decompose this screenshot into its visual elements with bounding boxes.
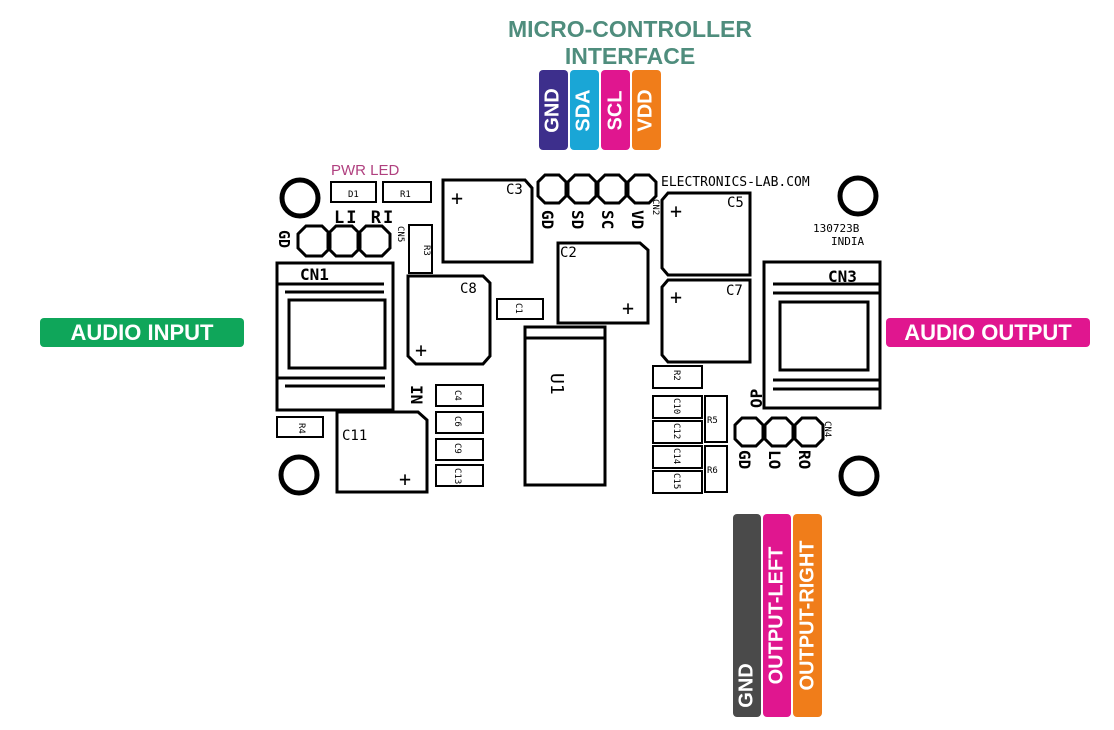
cn1-label: CN1 (300, 265, 329, 284)
c4-label: C4 (452, 390, 462, 401)
c2-outline (556, 241, 650, 325)
cn2-header (536, 173, 658, 205)
c5-outline (660, 191, 752, 277)
r2-label: R2 (671, 370, 681, 381)
c14-outline (652, 445, 703, 469)
cn1-connector (275, 261, 395, 412)
board-country: INDIA (831, 235, 864, 248)
c5-label: C5 (727, 195, 744, 211)
cn2-pin-gd: GD (538, 210, 557, 229)
mcu-pin-scl: SCL (601, 70, 630, 150)
c12-outline (652, 420, 703, 444)
mcu-pin-vdd: VDD (632, 70, 661, 150)
cn4-pin-gd: GD (735, 450, 754, 469)
c9-label: C9 (452, 443, 462, 454)
c13-label: C13 (452, 468, 462, 484)
c10-label: C10 (671, 398, 681, 414)
c7-plus: + (670, 285, 682, 309)
r1-label: R1 (400, 190, 411, 200)
op-label: OP (747, 389, 766, 408)
cn3-label: CN3 (828, 267, 857, 286)
c8-label: C8 (460, 281, 477, 297)
out-pin-left: OUTPUT-LEFT (763, 514, 791, 717)
cn4-pin-lo: LO (765, 450, 784, 469)
c3-label: C3 (506, 182, 523, 198)
r5-outline (704, 395, 728, 443)
out-pin-right: OUTPUT-RIGHT (793, 514, 822, 717)
c14-label: C14 (671, 448, 681, 464)
c2-label: C2 (560, 245, 577, 261)
c3-outline (441, 178, 534, 264)
cn4-label: CN4 (822, 421, 832, 437)
c2-plus: + (622, 296, 634, 320)
c11-label: C11 (342, 428, 367, 444)
mcu-pin-sda: SDA (570, 70, 599, 150)
u1-chip (523, 325, 607, 487)
d1-label: D1 (348, 190, 359, 200)
r1-outline (382, 181, 432, 203)
c6-outline (435, 411, 484, 434)
c15-label: C15 (671, 473, 681, 489)
d1-outline (330, 181, 377, 203)
c8-plus: + (415, 338, 427, 362)
cn2-pin-vd: VD (628, 210, 647, 229)
c11-plus: + (399, 467, 411, 491)
r4-label: R4 (296, 423, 306, 434)
c15-outline (652, 470, 703, 494)
cn2-pin-sd: SD (568, 210, 587, 229)
li-ri-label: LI RI (334, 208, 395, 228)
u1-label: U1 (546, 373, 567, 395)
mcu-pin-gnd: GND (539, 70, 568, 150)
r5-label: R5 (707, 416, 718, 426)
interface-title-line2: INTERFACE (564, 43, 696, 69)
c7-outline (660, 278, 752, 364)
cn2-pin-sc: SC (598, 210, 617, 229)
cn5-header (296, 224, 392, 258)
r6-outline (704, 445, 728, 493)
c5-plus: + (670, 199, 682, 223)
c7-label: C7 (726, 283, 743, 299)
c4-outline (435, 384, 484, 407)
audio-output-label: AUDIO OUTPUT (886, 318, 1090, 347)
mount-hole-bl (278, 454, 320, 496)
c6-label: C6 (452, 416, 462, 427)
out-pin-gnd: GND (733, 514, 761, 717)
audio-input-label: AUDIO INPUT (40, 318, 244, 347)
c9-outline (435, 438, 484, 461)
board-code: 130723B (813, 222, 860, 235)
cn4-header (733, 416, 825, 448)
cn3-connector (762, 260, 882, 410)
r3-outline (408, 224, 433, 274)
c10-outline (652, 395, 703, 419)
interface-title: MICRO-CONTROLLER (507, 16, 753, 42)
c1-outline (496, 298, 544, 320)
c8-outline (406, 274, 492, 366)
pwr-led-label: PWR LED (331, 162, 400, 179)
mount-hole-tr (837, 175, 879, 217)
r2-outline (652, 365, 703, 389)
c11-outline (335, 410, 429, 494)
r4-outline (276, 416, 324, 438)
c3-plus: + (451, 186, 463, 210)
mount-hole-br (838, 455, 880, 497)
website-label: ELECTRONICS-LAB.COM (661, 175, 810, 190)
cn5-gd-label: GD (275, 230, 293, 248)
mount-hole-tl (279, 177, 321, 219)
in-label: IN (407, 385, 426, 404)
c12-label: C12 (671, 423, 681, 439)
cn4-pin-ro: RO (795, 450, 814, 469)
r6-label: R6 (707, 466, 718, 476)
r3-label: R3 (421, 245, 431, 256)
cn5-label: CN5 (395, 226, 405, 242)
c13-outline (435, 464, 484, 487)
c1-label: C1 (513, 303, 523, 314)
cn2-label: CN2 (650, 199, 660, 215)
